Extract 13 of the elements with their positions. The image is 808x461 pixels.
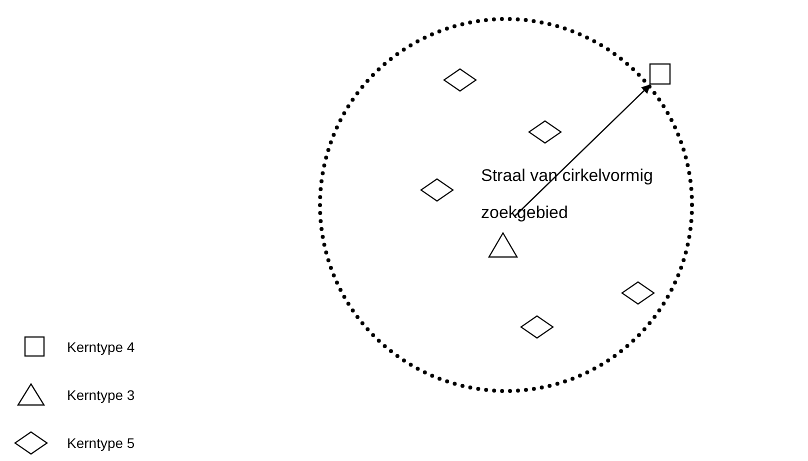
- diamond-shape: [443, 68, 477, 92]
- legend-text: Kerntype 5: [67, 435, 135, 451]
- radius-label: Straal van cirkelvormig zoekgebied: [481, 165, 654, 224]
- diamond-shape: [420, 178, 454, 202]
- legend-text: Kerntype 4: [67, 339, 135, 355]
- arrow: [514, 84, 651, 216]
- diamond-shape: [621, 281, 655, 305]
- diamond-shape: [528, 120, 562, 144]
- diamond-shape: [520, 315, 554, 339]
- square-shape: [649, 63, 671, 85]
- dotted-circle: [317, 16, 695, 394]
- triangle-shape: [488, 232, 518, 258]
- legend-text: Kerntype 3: [67, 387, 135, 403]
